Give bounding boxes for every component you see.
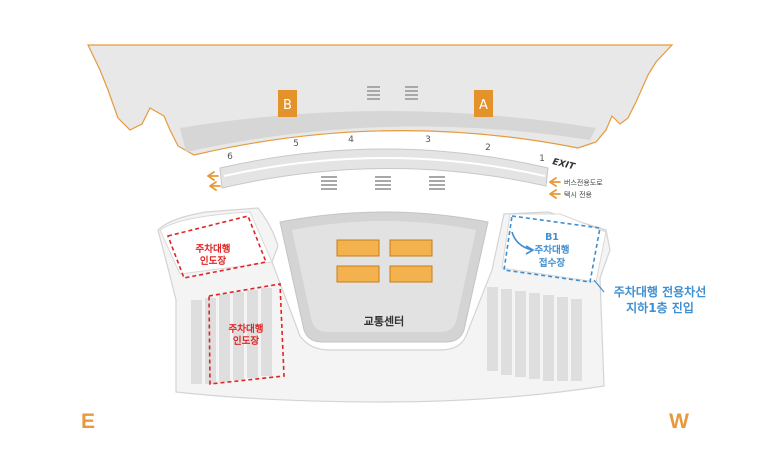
transport-center: 교통센터 [279,211,489,343]
compass-east: E [81,410,95,433]
escalator-icon [321,176,337,190]
gate-b-label: B [283,98,292,113]
parking-complex [157,207,611,403]
gate-b-badge [278,90,297,117]
valet-lane-arrow-icon [511,231,533,251]
escalator-icon [429,176,445,190]
notice-line2: 지하1층 진입 [626,300,694,315]
terminal-building: B A [87,44,674,156]
escalator-icon [367,86,380,100]
lane-number: 4 [348,135,354,145]
parking-stalls-west [191,288,272,384]
valet-dropoff-upper: 주차대행 인도장 [166,215,268,279]
valet-reception-line2: 접수장 [539,257,565,269]
parking-stalls-east [487,287,582,381]
parking-block-west [159,211,273,275]
terminal-inner-band [180,111,596,152]
valet-dropoff-lower-line1: 주차대행 [229,323,264,335]
lane-number: 5 [293,139,299,149]
notice-leader-line [593,279,605,293]
escalator-icon [405,86,418,100]
exit-arrow-icon [207,171,221,191]
valet-reception: B1 주차대행 접수장 [503,215,601,283]
valet-dropoff-upper-line1: 주차대행 [196,243,231,255]
lane-number: 1 [539,154,545,164]
platform-icon [336,239,433,283]
compass-west: W [669,410,689,433]
valet-dropoff-upper-line2: 인도장 [200,255,226,267]
gate-a-badge [474,90,493,117]
valet-lane-notice: 주차대행 전용차선 지하1층 진입 [593,279,707,315]
lane-number: 6 [227,152,233,162]
gate-a-label: A [479,98,488,113]
valet-dropoff-lower: 주차대행 인도장 [208,283,285,385]
bus-only-label: 버스전용도로 [564,178,603,187]
valet-dropoff-lower-line2: 인도장 [233,335,259,347]
exit-label: EXIT [551,157,576,172]
parking-block-east [501,213,607,283]
transport-center-label: 교통센터 [364,314,404,328]
curb-road [219,148,549,189]
lane-number: 2 [485,143,491,153]
notice-line1: 주차대행 전용차선 [614,284,707,299]
lane-number: 3 [425,135,431,145]
valet-reception-level: B1 [545,232,559,243]
entry-arrow-icon [549,177,561,199]
valet-reception-line1: 주차대행 [535,244,570,256]
taxi-only-label: 택시 전용 [564,190,593,199]
departure-curb: 6 5 4 3 2 1 EXIT 버스전용도로 택시 전용 [207,135,603,199]
escalator-icon [375,176,391,190]
